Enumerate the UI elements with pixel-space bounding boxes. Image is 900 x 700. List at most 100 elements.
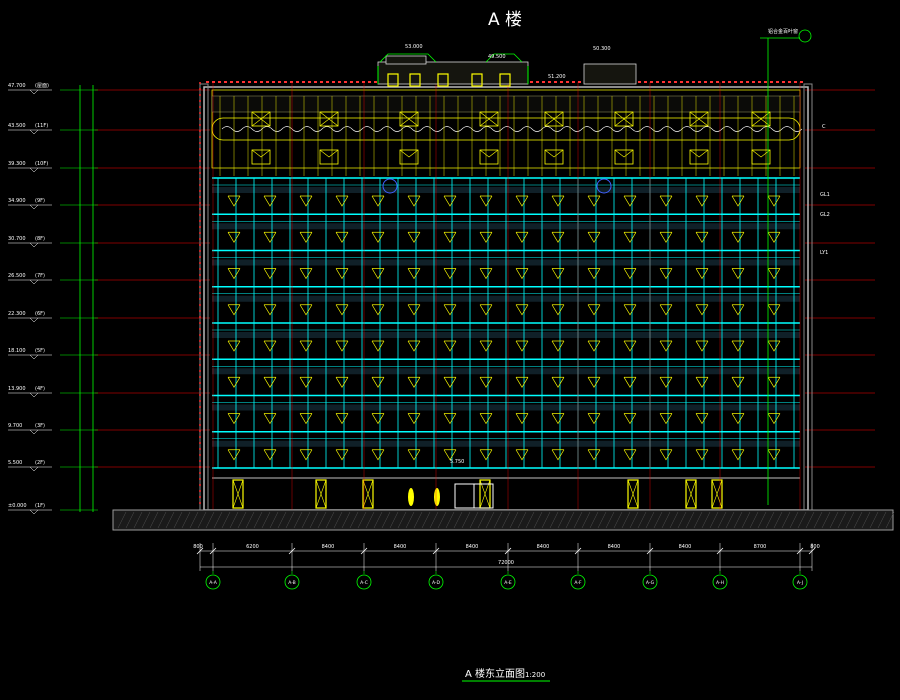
crown-x: [544, 149, 564, 158]
roof-window: [437, 73, 449, 87]
ground-door: [711, 479, 723, 509]
crown-x: [614, 149, 634, 158]
roof-structures: [377, 53, 637, 87]
hatch-line: [565, 511, 575, 529]
window-opener: [335, 268, 349, 280]
hatch-line: [749, 511, 759, 529]
dim-slash: [796, 547, 804, 555]
right-tag-c: C: [822, 124, 826, 130]
building-facade: [199, 81, 813, 520]
level-value: 34.900: [8, 198, 26, 204]
roof-label-mid: 49.500: [488, 54, 506, 60]
roof-label-right: 50.300: [593, 46, 611, 52]
ground-door-x: [627, 479, 639, 509]
roof-window: [499, 73, 511, 87]
crown-window: [751, 149, 771, 165]
window-opener: [299, 304, 313, 316]
window-opener: [731, 304, 745, 316]
level-name: (6F): [35, 311, 45, 317]
hatch-line: [677, 511, 687, 529]
hatch-line: [349, 511, 359, 529]
hatch-line: [573, 511, 583, 529]
crown-window: [689, 111, 709, 127]
axis-bubble: [356, 574, 372, 590]
hatch-line: [445, 511, 455, 529]
hatch-line: [389, 511, 399, 529]
axis-bubble: [570, 574, 586, 590]
hatch-line: [877, 511, 887, 529]
window-opener: [551, 377, 565, 388]
window-opener: [659, 449, 673, 461]
axis-bubble: [428, 574, 444, 590]
detail-circle: [382, 178, 398, 194]
window-opener: [623, 268, 637, 280]
window-opener: [371, 304, 385, 316]
window-opener: [407, 195, 421, 207]
window-opener: [227, 195, 241, 207]
dim-slash: [196, 547, 204, 555]
crown-x: [751, 111, 771, 127]
window-opener: [335, 304, 349, 316]
window-opener: [515, 377, 529, 388]
window-opener: [767, 268, 781, 280]
hatch-line: [293, 511, 303, 529]
window-opener: [263, 304, 277, 316]
dim-segment-label: 8400: [466, 544, 479, 550]
window-opener: [227, 449, 241, 461]
window-opener: [479, 413, 493, 425]
hatch-line: [453, 511, 463, 529]
window-opener: [479, 377, 493, 388]
crown-window: [614, 111, 634, 127]
window-opener: [479, 449, 493, 461]
level-triangle: [29, 129, 39, 135]
dim-slash: [504, 547, 512, 555]
dim-slash: [360, 547, 368, 555]
ground-door-x: [479, 479, 491, 509]
hatch-line: [221, 511, 231, 529]
right-tag-gl1: GL1: [820, 192, 830, 198]
window-opener: [767, 377, 781, 388]
hatch-line: [485, 511, 495, 529]
level-value: 5.500: [8, 460, 22, 466]
crown-window: [399, 111, 419, 127]
crown-window: [689, 149, 709, 165]
ground-door-x: [685, 479, 697, 509]
hatch-line: [509, 511, 519, 529]
window-opener: [551, 268, 565, 280]
hatch-line: [701, 511, 711, 529]
roof-window: [409, 73, 421, 87]
ground-door: [315, 479, 327, 509]
ground-hatch: [112, 509, 894, 531]
window-opener: [767, 340, 781, 352]
window-opener: [623, 304, 637, 316]
hatch-line: [757, 511, 767, 529]
window-opener: [587, 195, 601, 207]
window-opener: [659, 413, 673, 425]
entrance-lamp: [434, 488, 440, 506]
hatch-line: [269, 511, 279, 529]
crown-x: [751, 149, 771, 158]
dim-segment-label: 8400: [394, 544, 407, 550]
entrance-level-label: 5.750: [450, 459, 464, 465]
hatch-line: [197, 511, 207, 529]
axis-bubble: [500, 574, 516, 590]
ground-door-x: [315, 479, 327, 509]
crown-x: [614, 111, 634, 127]
hatch-line: [733, 511, 743, 529]
window-opener: [587, 340, 601, 352]
axis-bubble: [712, 574, 728, 590]
window-opener: [515, 340, 529, 352]
hatch-line: [469, 511, 479, 529]
window-opener: [695, 377, 709, 388]
crown-x: [689, 111, 709, 127]
window-opener: [407, 268, 421, 280]
crown-window: [544, 149, 564, 165]
crown-x: [479, 149, 499, 158]
hatch-line: [421, 511, 431, 529]
window-opener: [587, 377, 601, 388]
axis-label: A-B: [288, 580, 296, 586]
dim-segment-label: 8400: [322, 544, 335, 550]
hatch-line: [245, 511, 255, 529]
axis-bubble: [792, 574, 808, 590]
level-triangle: [29, 429, 39, 435]
